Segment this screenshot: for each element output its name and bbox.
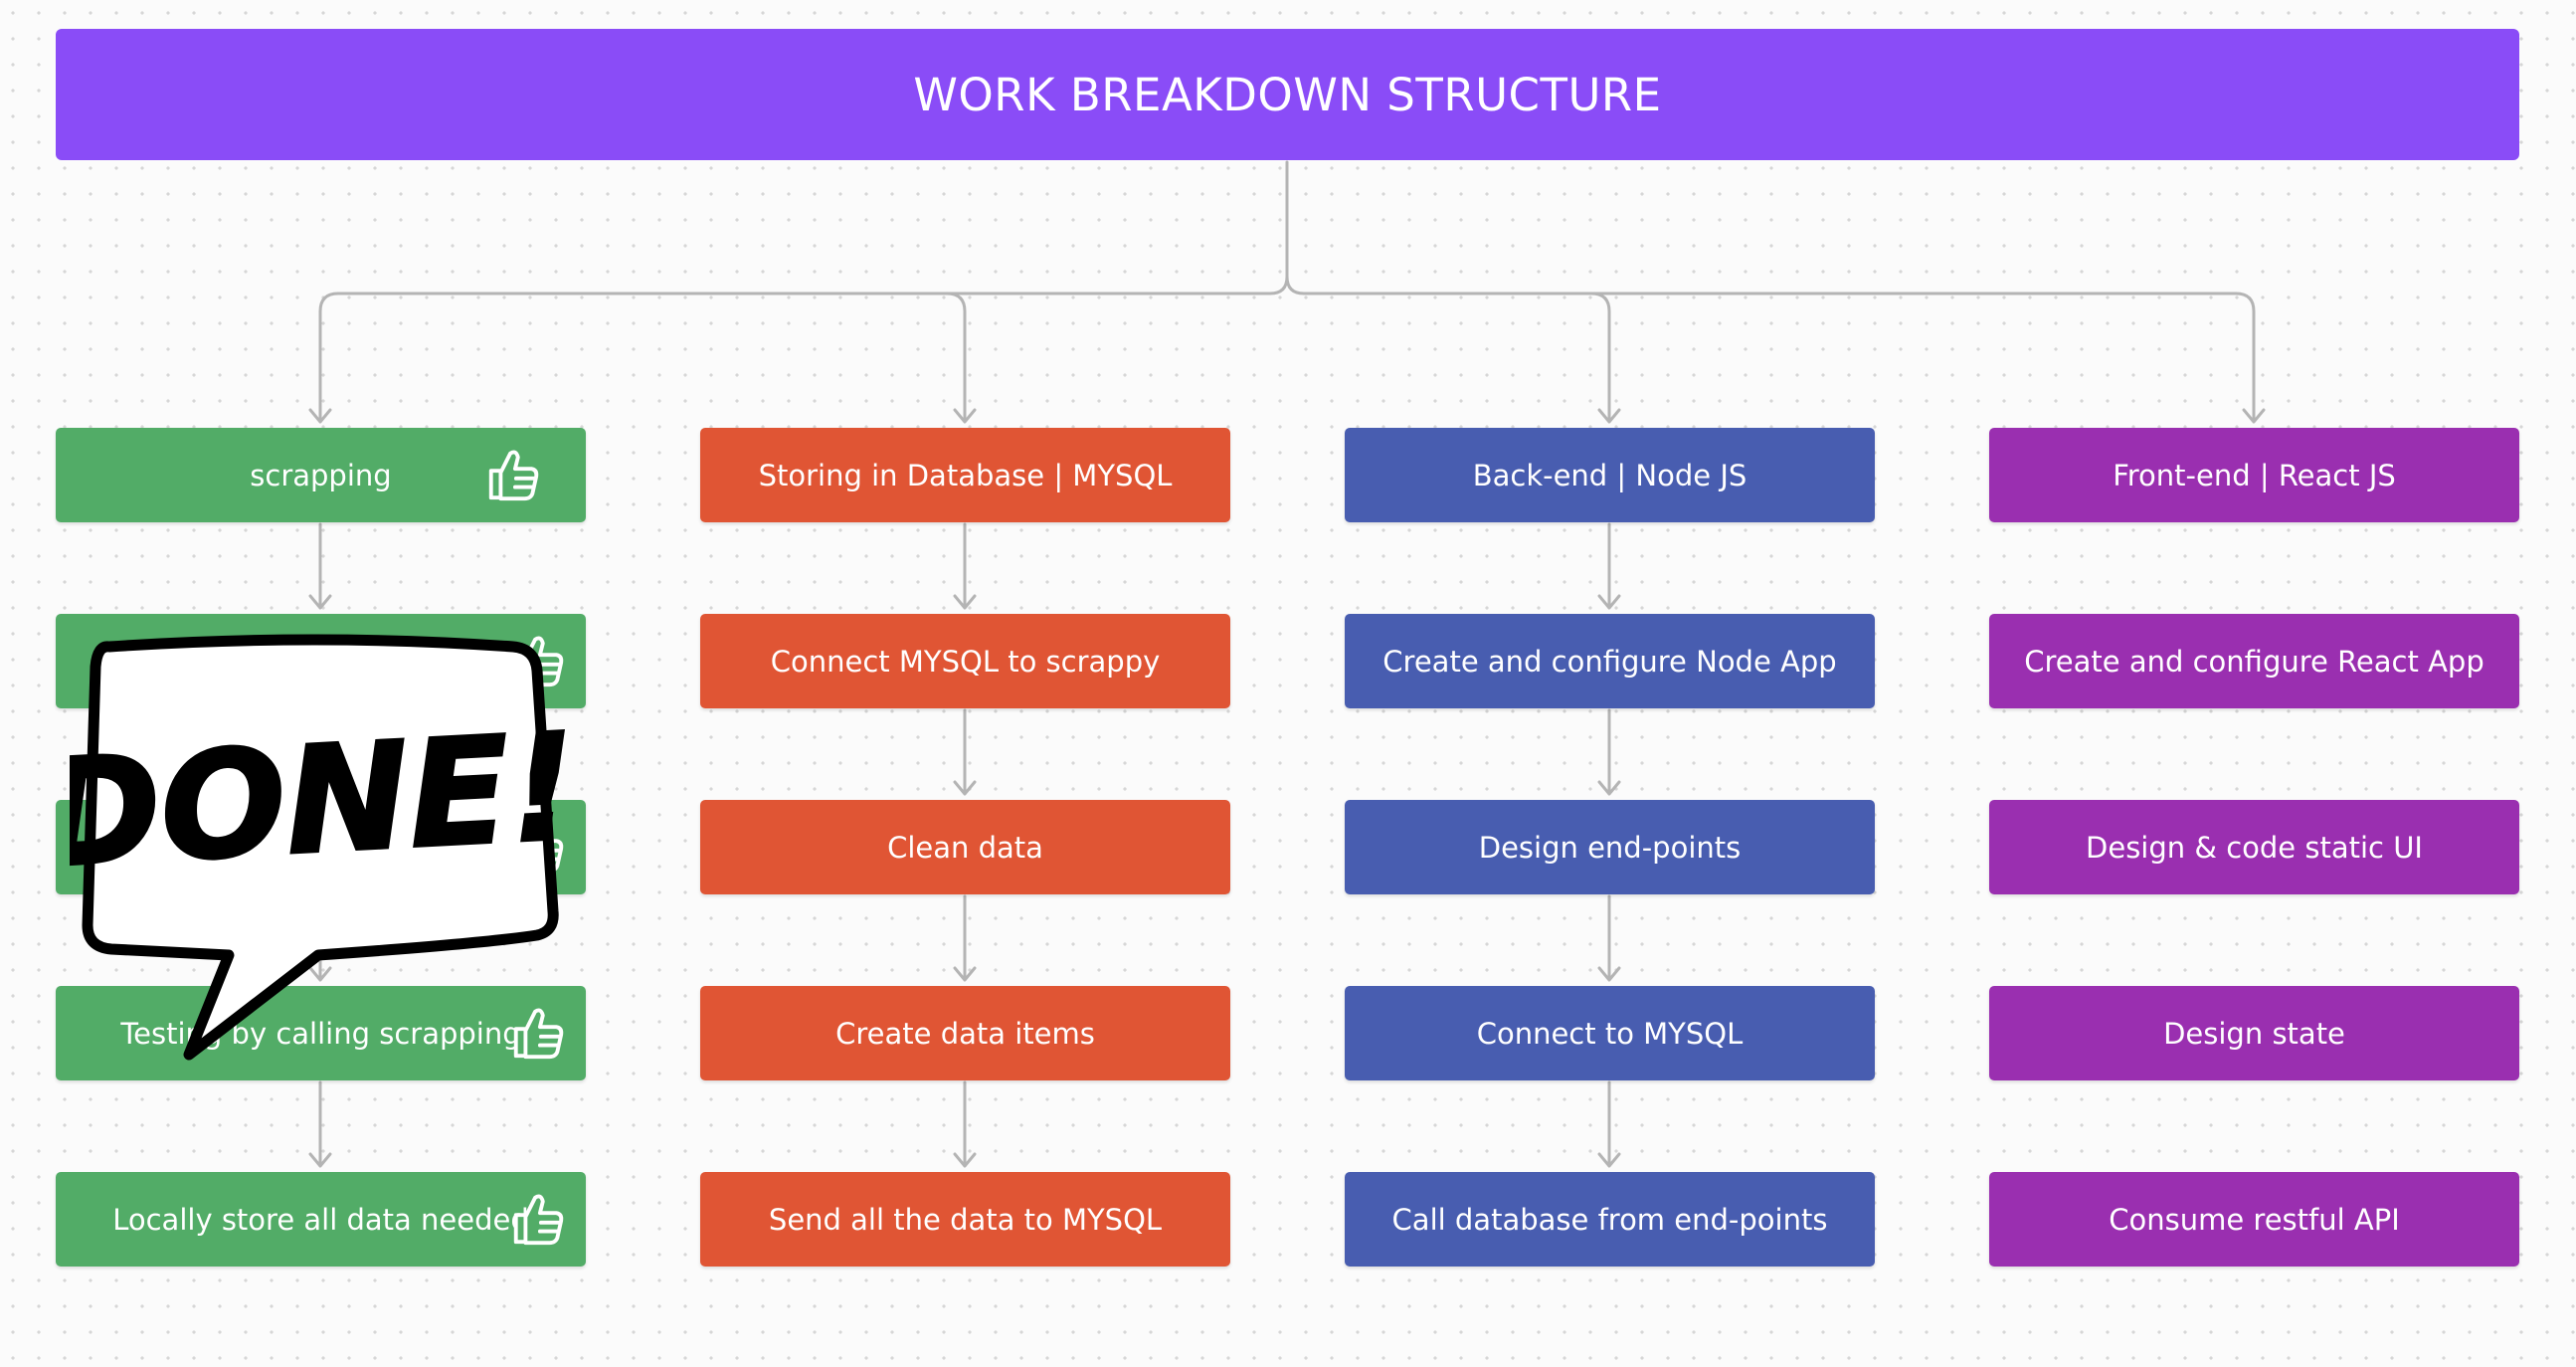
task-box[interactable]: Design & code static UI	[1989, 800, 2519, 894]
arrow-head	[1597, 1152, 1621, 1168]
task-box[interactable]: Design end-points	[1345, 800, 1875, 894]
task-label: Clean data	[887, 830, 1043, 865]
arrow-head	[1597, 408, 1621, 424]
speech-bubble-outline	[82, 634, 559, 1061]
task-label: Send all the data to MYSQL	[768, 1202, 1163, 1237]
done-sticker-text: DONE!	[70, 701, 567, 900]
thumbs-up-icon	[508, 1004, 566, 1062]
column-head-3[interactable]: Back-end | Node JS	[1345, 428, 1875, 522]
connector-branch-2	[945, 292, 967, 422]
task-box[interactable]: Testing by calling scrapping	[56, 986, 586, 1080]
task-box[interactable]: Create data items	[700, 986, 1230, 1080]
arrow-head	[953, 408, 977, 424]
task-box[interactable]: Consume restful API	[1989, 1172, 2519, 1267]
connector-branch-1	[1285, 275, 2256, 422]
diagram-title: WORK BREAKDOWN STRUCTURE	[56, 29, 2519, 160]
task-label: Consume restful API	[2109, 1202, 2400, 1237]
task-label: Create data items	[835, 1016, 1095, 1051]
arrow-head	[953, 594, 977, 610]
task-box[interactable]: Clean data	[700, 800, 1230, 894]
thumbs-up-icon	[483, 446, 541, 503]
task-label: Locally store all data needed	[112, 1202, 529, 1237]
task-box[interactable]: Design state	[1989, 986, 2519, 1080]
task-box[interactable]: Create and configure Node App	[1345, 614, 1875, 708]
task-box[interactable]: Connect MYSQL to scrappy	[700, 614, 1230, 708]
task-label: Design end-points	[1478, 830, 1742, 865]
arrow-head	[1597, 966, 1621, 982]
task-box[interactable]: Send all the data to MYSQL	[700, 1172, 1230, 1267]
column-head-label: Front-end | React JS	[2113, 458, 2396, 492]
task-label: Design state	[2163, 1016, 2345, 1051]
done-speech-bubble-sticker: DONE!	[70, 634, 567, 1061]
task-label: Design & code static UI	[2086, 830, 2423, 865]
task-box[interactable]: Locally store all data needed	[56, 1172, 586, 1267]
arrow-head	[308, 408, 332, 424]
arrow-head	[1597, 594, 1621, 610]
task-box[interactable]: Call database from end-points	[1345, 1172, 1875, 1267]
arrow-head	[953, 966, 977, 982]
column-head-label: scrapping	[250, 458, 392, 492]
task-label: Create and configure React App	[2024, 644, 2484, 679]
task-box[interactable]: Connect to MYSQL	[1345, 986, 1875, 1080]
task-label: Connect MYSQL to scrappy	[770, 644, 1161, 679]
column-head-2[interactable]: Storing in Database | MYSQL	[700, 428, 1230, 522]
arrow-head	[953, 780, 977, 796]
connector-branch-3	[1589, 292, 1611, 422]
task-label: Create and configure Node App	[1382, 644, 1837, 679]
connector-trunk	[318, 160, 1289, 422]
column-head-label: Back-end | Node JS	[1472, 458, 1748, 492]
task-label: Call database from end-points	[1391, 1202, 1828, 1237]
arrow-head	[2242, 408, 2266, 424]
task-box[interactable]: Create and configure React App	[1989, 614, 2519, 708]
thumbs-up-icon	[508, 1190, 566, 1248]
column-head-label: Storing in Database | MYSQL	[758, 458, 1173, 492]
arrow-head	[308, 594, 332, 610]
arrow-head	[1597, 780, 1621, 796]
task-label: Connect to MYSQL	[1476, 1016, 1744, 1051]
arrow-head	[308, 966, 332, 982]
column-head-1[interactable]: scrapping	[56, 428, 586, 522]
column-head-4[interactable]: Front-end | React JS	[1989, 428, 2519, 522]
arrow-head	[953, 1152, 977, 1168]
arrow-head	[308, 1152, 332, 1168]
